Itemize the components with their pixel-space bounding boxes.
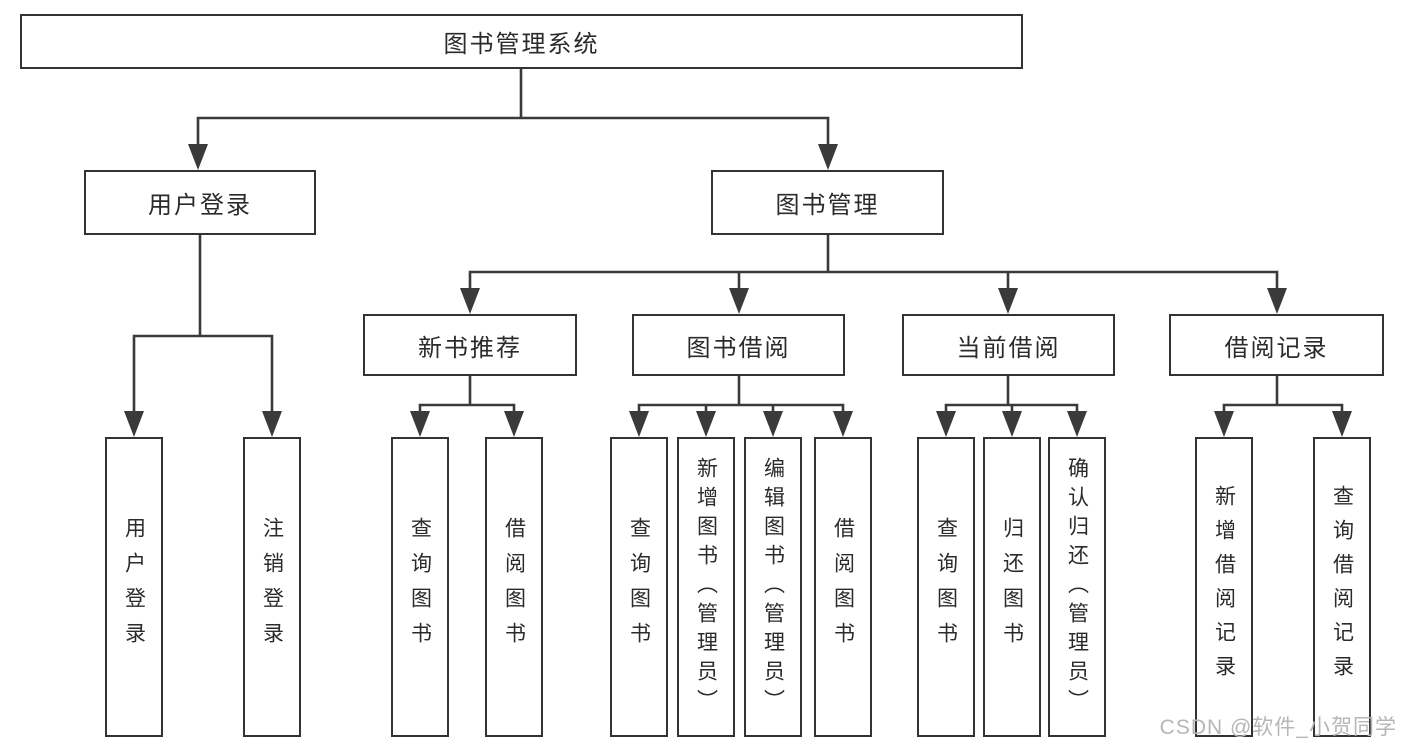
leaf-node-label: 注销登录: [260, 517, 284, 657]
connector-current-borrow-to-leaves: [936, 376, 1087, 437]
csdn-watermark: CSDN @软件_小贺同学: [1159, 716, 1397, 739]
leaf-node-edit-books-admin: 编辑图书（管理员）: [744, 437, 802, 737]
root-node-library-system: 图书管理系统: [20, 14, 1023, 69]
leaf-node-label: 查询图书: [934, 517, 958, 657]
leaf-node-borrow-books: 借阅图书: [814, 437, 872, 737]
group-node-current-borrow: 当前借阅: [902, 314, 1115, 376]
leaf-node-query-books: 查询图书: [917, 437, 975, 737]
leaf-node-label: 用户登录: [122, 517, 146, 657]
leaf-node-borrow-books: 借阅图书: [485, 437, 543, 737]
connector-book-borrow-to-leaves: [629, 376, 853, 437]
group-node-new-book-recommend: 新书推荐: [363, 314, 577, 376]
connector-borrow-records-to-leaves: [1214, 376, 1352, 437]
connector-user-login-to-leaves: [124, 235, 282, 437]
leaf-node-query-books: 查询图书: [391, 437, 449, 737]
leaf-node-confirm-return-admin: 确认归还（管理员）: [1048, 437, 1106, 737]
root-node-label: 图书管理系统: [443, 31, 600, 58]
leaf-node-label: 新增图书（管理员）: [694, 456, 718, 718]
connector-book-management-to-groups: [460, 235, 1287, 314]
leaf-node-add-books-admin: 新增图书（管理员）: [677, 437, 735, 737]
leaf-node-label: 归还图书: [1000, 517, 1024, 657]
branch-node-label: 用户登录: [148, 192, 252, 219]
leaf-node-label: 查询图书: [627, 517, 651, 657]
connector-root-to-branches: [188, 69, 838, 170]
leaf-node-query-books: 查询图书: [610, 437, 668, 737]
leaf-node-label: 借阅图书: [502, 517, 526, 657]
leaf-node-label: 新增借阅记录: [1212, 485, 1236, 689]
leaf-node-label: 查询图书: [408, 517, 432, 657]
leaf-node-user-login: 用户登录: [105, 437, 163, 737]
group-node-borrow-records: 借阅记录: [1169, 314, 1384, 376]
leaf-node-return-books: 归还图书: [983, 437, 1041, 737]
leaf-node-query-borrow-record: 查询借阅记录: [1313, 437, 1371, 737]
leaf-node-label: 确认归还（管理员）: [1065, 456, 1089, 718]
branch-node-user-login: 用户登录: [84, 170, 316, 235]
branch-node-book-management: 图书管理: [711, 170, 944, 235]
group-node-label: 图书借阅: [686, 334, 791, 362]
leaf-node-label: 借阅图书: [831, 517, 855, 657]
group-node-label: 当前借阅: [956, 334, 1061, 362]
branch-node-label: 图书管理: [775, 192, 880, 219]
leaf-node-add-borrow-record: 新增借阅记录: [1195, 437, 1253, 737]
connector-new-book-to-leaves: [410, 376, 524, 437]
leaf-node-label: 查询借阅记录: [1330, 485, 1354, 689]
group-node-book-borrow: 图书借阅: [632, 314, 845, 376]
leaf-node-label: 编辑图书（管理员）: [761, 456, 785, 718]
leaf-node-logout: 注销登录: [243, 437, 301, 737]
group-node-label: 借阅记录: [1224, 334, 1329, 362]
group-node-label: 新书推荐: [418, 334, 522, 362]
